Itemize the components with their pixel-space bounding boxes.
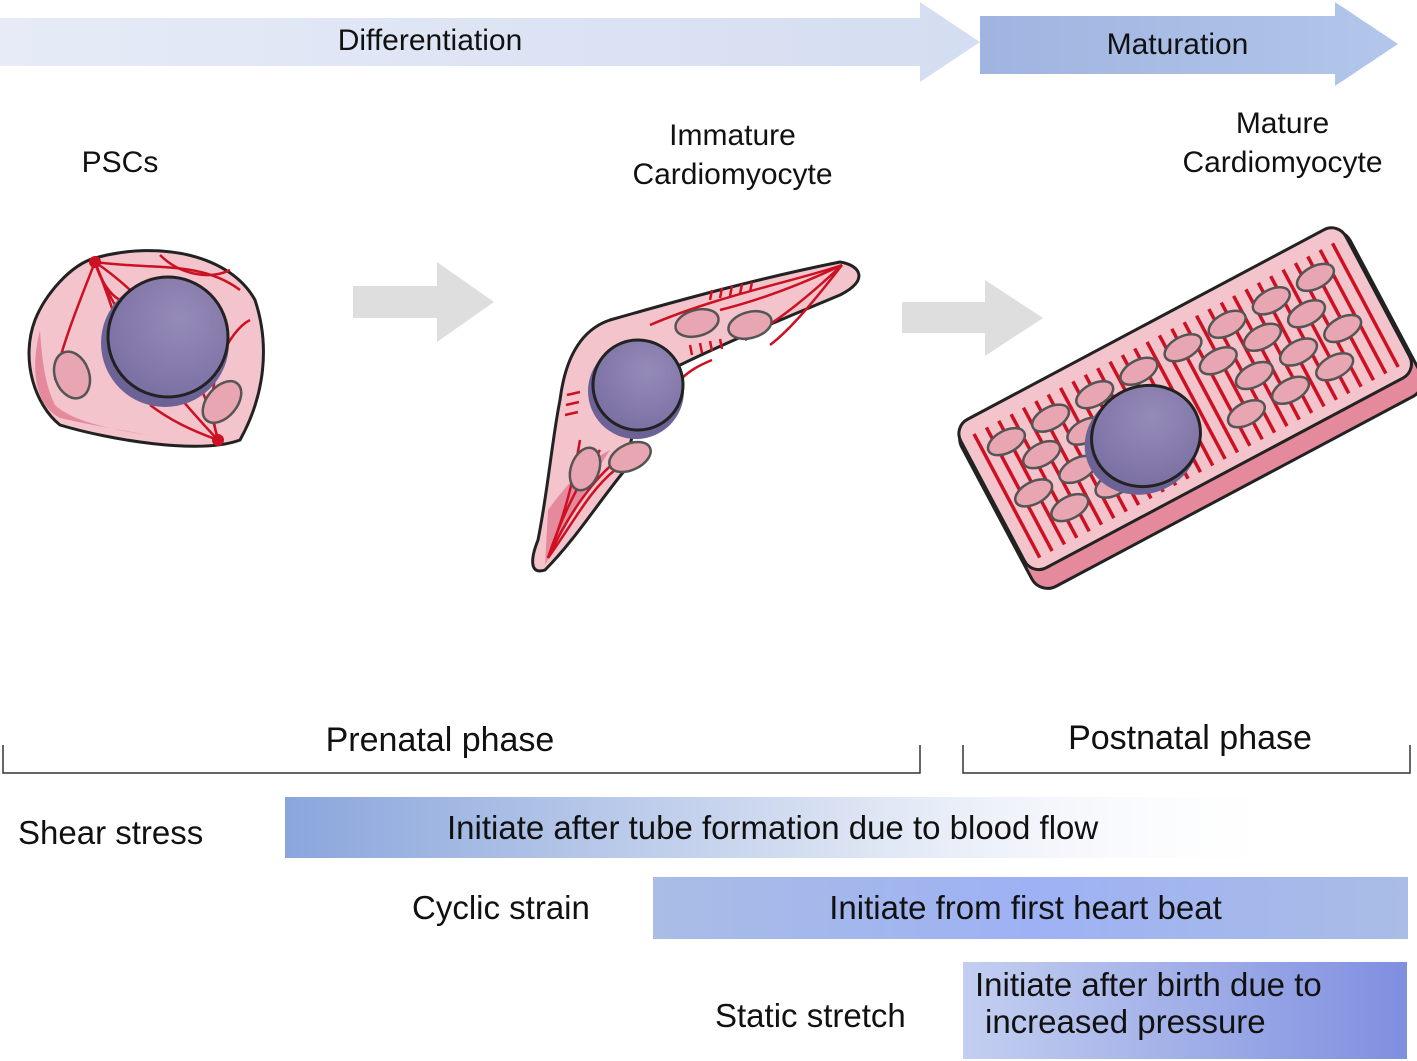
mature-cardiomyocyte-label: Mature Cardiomyocyte	[1140, 104, 1417, 182]
immature-cardiomyocyte-label: Immature Cardiomyocyte	[590, 116, 875, 194]
shear-stress-label: Shear stress	[18, 814, 204, 851]
postnatal-bracket	[962, 745, 1411, 774]
differentiation-label: Differentiation	[337, 24, 523, 57]
immature-cardiomyocyte-icon	[531, 260, 861, 573]
static-stretch-desc-line2: increased pressure	[985, 1003, 1266, 1041]
process-arrow-2	[902, 280, 1043, 356]
cyclic-strain-description: Initiate from first heart beat	[829, 889, 1222, 926]
psc-cell-icon	[27, 249, 265, 448]
pscs-label: PSCs	[81, 146, 159, 179]
cyclic-strain-bar	[653, 877, 1408, 939]
maturation-arrow	[980, 2, 1398, 86]
shear-stress-bar	[285, 797, 1270, 858]
mature-label-line1: Mature	[1235, 107, 1330, 140]
prenatal-bracket	[2, 745, 921, 774]
immature-label-line1: Immature	[669, 119, 796, 152]
static-stretch-desc-line1: Initiate after birth due to	[975, 966, 1322, 1003]
mature-cardiomyocyte-icon	[957, 226, 1417, 590]
prenatal-phase-label: Prenatal phase	[325, 721, 555, 759]
cyclic-strain-label: Cyclic strain	[412, 889, 590, 926]
differentiation-arrow	[0, 2, 980, 82]
immature-label-line2: Cardiomyocyte	[632, 158, 833, 191]
process-arrow-1	[353, 262, 494, 342]
static-stretch-description: Initiate after birth due to increased pr…	[975, 966, 1395, 1041]
static-stretch-label: Static stretch	[715, 997, 906, 1034]
mature-label-line2: Cardiomyocyte	[1182, 146, 1383, 179]
maturation-label: Maturation	[1106, 28, 1249, 61]
static-stretch-bar	[963, 962, 1407, 1059]
shear-stress-description: Initiate after tube formation due to blo…	[447, 808, 1099, 846]
postnatal-phase-label: Postnatal phase	[1068, 719, 1312, 757]
